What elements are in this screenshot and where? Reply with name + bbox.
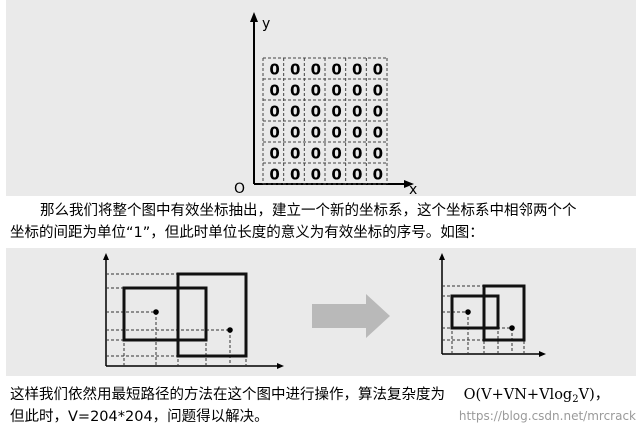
grid-digit: 0: [331, 61, 341, 79]
grid-digit: 0: [352, 61, 362, 79]
grid-digit: 0: [373, 61, 383, 79]
complexity-formula: O(V+VN+Vlog2V): [463, 387, 595, 405]
grid-digit: 0: [331, 124, 341, 142]
grid-digit: 0: [290, 124, 300, 142]
left-diagram: [103, 253, 284, 369]
grid-digit: 0: [352, 103, 362, 121]
figure-rectangle-transform: [6, 248, 636, 376]
paragraph2-line2: 但此时，V=204*204，问题得以解决。: [10, 409, 269, 425]
y-axis-arrow: [250, 12, 258, 22]
grid-digit: 0: [311, 124, 321, 142]
grid-digit: 0: [269, 103, 279, 121]
grid-digit: 0: [269, 124, 279, 142]
grid-digit: 0: [311, 61, 321, 79]
grid-digit: 0: [290, 166, 300, 184]
complexity-suffix: V): [578, 387, 595, 403]
grid-digit: 0: [290, 82, 300, 100]
grid-digit: 0: [290, 61, 300, 79]
watermark: https://blog.csdn.net/mrcrack: [458, 409, 636, 423]
grid-digit: 0: [290, 145, 300, 163]
y-axis-label: y: [262, 16, 270, 32]
left-x-arrow: [277, 363, 284, 369]
paragraph1-line2: 坐标的间距为单位“1”，但此时单位长度的意义为有效坐标的序号。如图：: [10, 225, 484, 241]
dashed-grid: [262, 57, 388, 185]
grid-digit: 0: [311, 166, 321, 184]
left-point-a: [153, 309, 159, 315]
grid-digit: 0: [269, 166, 279, 184]
paragraph1-line1: 那么我们将整个图中有效坐标抽出，建立一个新的坐标系，这个坐标系中相邻两个个: [40, 203, 577, 219]
grid-digit: 0: [373, 124, 383, 142]
origin-label: O: [234, 181, 245, 196]
right-point-b: [509, 325, 515, 331]
grid-digit: 0: [352, 145, 362, 163]
right-point-a: [465, 309, 471, 315]
right-diagram: [439, 253, 546, 357]
grid-digit: 0: [373, 82, 383, 100]
complexity-prefix: O(V+VN+Vlog: [463, 387, 573, 403]
grid-digit: 0: [269, 61, 279, 79]
grid-digit: 0: [311, 145, 321, 163]
grid-digit: 0: [331, 103, 341, 121]
grid-digit: 0: [373, 166, 383, 184]
grid-digit: 0: [331, 166, 341, 184]
grid-digit: 0: [331, 82, 341, 100]
grid-digit: 0: [311, 82, 321, 100]
complexity-subscript: 2: [572, 394, 579, 405]
left-y-arrow: [103, 253, 109, 260]
left-point-b: [227, 327, 233, 333]
transform-arrow: [312, 294, 390, 338]
grid-digit: 0: [352, 82, 362, 100]
grid-digit: 0: [331, 145, 341, 163]
transform-diagram: [103, 253, 546, 369]
left-rect-b: [176, 272, 248, 358]
x-axis-arrow: [404, 180, 414, 188]
grid-digit: 0: [311, 103, 321, 121]
grid-digit: 0: [373, 103, 383, 121]
right-x-arrow: [539, 351, 546, 357]
paragraph2-line1-text: 这样我们依然用最短路径的方法在这个图中进行操作，算法复杂度为: [10, 387, 445, 403]
right-rect-a: [450, 294, 500, 330]
paragraph2-line1-end: ，: [594, 387, 610, 403]
grid-digit: 0: [352, 166, 362, 184]
right-rect-b: [482, 284, 526, 342]
x-axis-label: x: [409, 182, 417, 196]
left-rect-a: [122, 286, 208, 342]
paragraph2-line1: 这样我们依然用最短路径的方法在这个图中进行操作，算法复杂度为 O(V+VN+Vl…: [10, 384, 609, 411]
grid-digit: 0: [269, 145, 279, 163]
grid-digit: 0: [373, 145, 383, 163]
grid-digit: 0: [352, 124, 362, 142]
grid-digit: 0: [269, 82, 279, 100]
grid-digit: 0: [290, 103, 300, 121]
right-y-arrow: [439, 253, 445, 260]
